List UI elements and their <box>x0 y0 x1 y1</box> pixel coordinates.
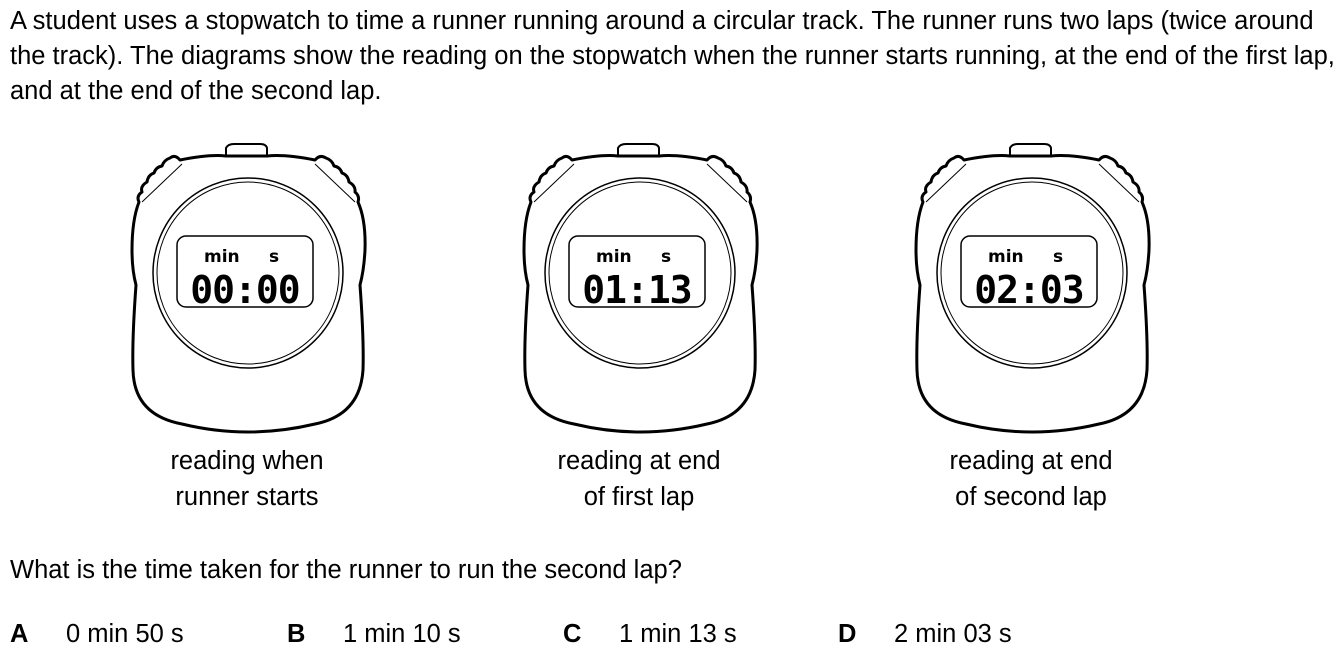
stopwatch-diagram: min s 01:13 <box>512 140 772 440</box>
option-letter: B <box>287 620 306 648</box>
caption-line: reading at end <box>949 447 1113 475</box>
option-letter: A <box>10 620 29 648</box>
option-a[interactable]: A 0 min 50 s <box>10 620 184 649</box>
caption-line: of second lap <box>955 483 1107 511</box>
stopwatch-icon: min s 02:03 <box>914 143 1151 434</box>
caption-line: runner starts <box>175 483 319 511</box>
option-d[interactable]: D 2 min 03 s <box>838 620 1012 649</box>
stopwatch-caption: reading at end of second lap <box>901 443 1161 515</box>
caption-line: of first lap <box>583 483 695 511</box>
seconds-label: s <box>269 247 279 267</box>
caption-line: reading at end <box>557 447 721 475</box>
option-c[interactable]: C 1 min 13 s <box>563 620 737 649</box>
option-b[interactable]: B 1 min 10 s <box>287 620 461 649</box>
seconds-label: s <box>661 247 671 267</box>
minutes-label: min <box>204 247 240 267</box>
stopwatch-reading: 02:03 <box>974 268 1083 312</box>
option-text: 0 min 50 s <box>66 620 184 648</box>
option-letter: C <box>563 620 582 648</box>
stopwatch-caption: reading at end of first lap <box>509 443 769 515</box>
option-text: 1 min 13 s <box>619 620 737 648</box>
stopwatch-diagram: min s 02:03 <box>904 140 1164 440</box>
minutes-label: min <box>988 247 1024 267</box>
seconds-label: s <box>1053 247 1063 267</box>
question-text: What is the time taken for the runner to… <box>10 556 682 584</box>
stopwatch-caption: reading when runner starts <box>117 443 377 515</box>
minutes-label: min <box>596 247 632 267</box>
question-stem: A student uses a stopwatch to time a run… <box>10 7 1335 105</box>
stopwatch-reading: 01:13 <box>582 268 691 312</box>
stopwatch-icon: min s 01:13 <box>522 143 759 434</box>
stopwatch-reading: 00:00 <box>190 268 299 312</box>
stopwatch-icon: min s 00:00 <box>130 143 367 434</box>
option-letter: D <box>838 620 857 648</box>
option-text: 1 min 10 s <box>343 620 461 648</box>
caption-line: reading when <box>170 447 324 475</box>
option-text: 2 min 03 s <box>894 620 1012 648</box>
stopwatch-diagram: min s 00:00 <box>120 140 380 440</box>
